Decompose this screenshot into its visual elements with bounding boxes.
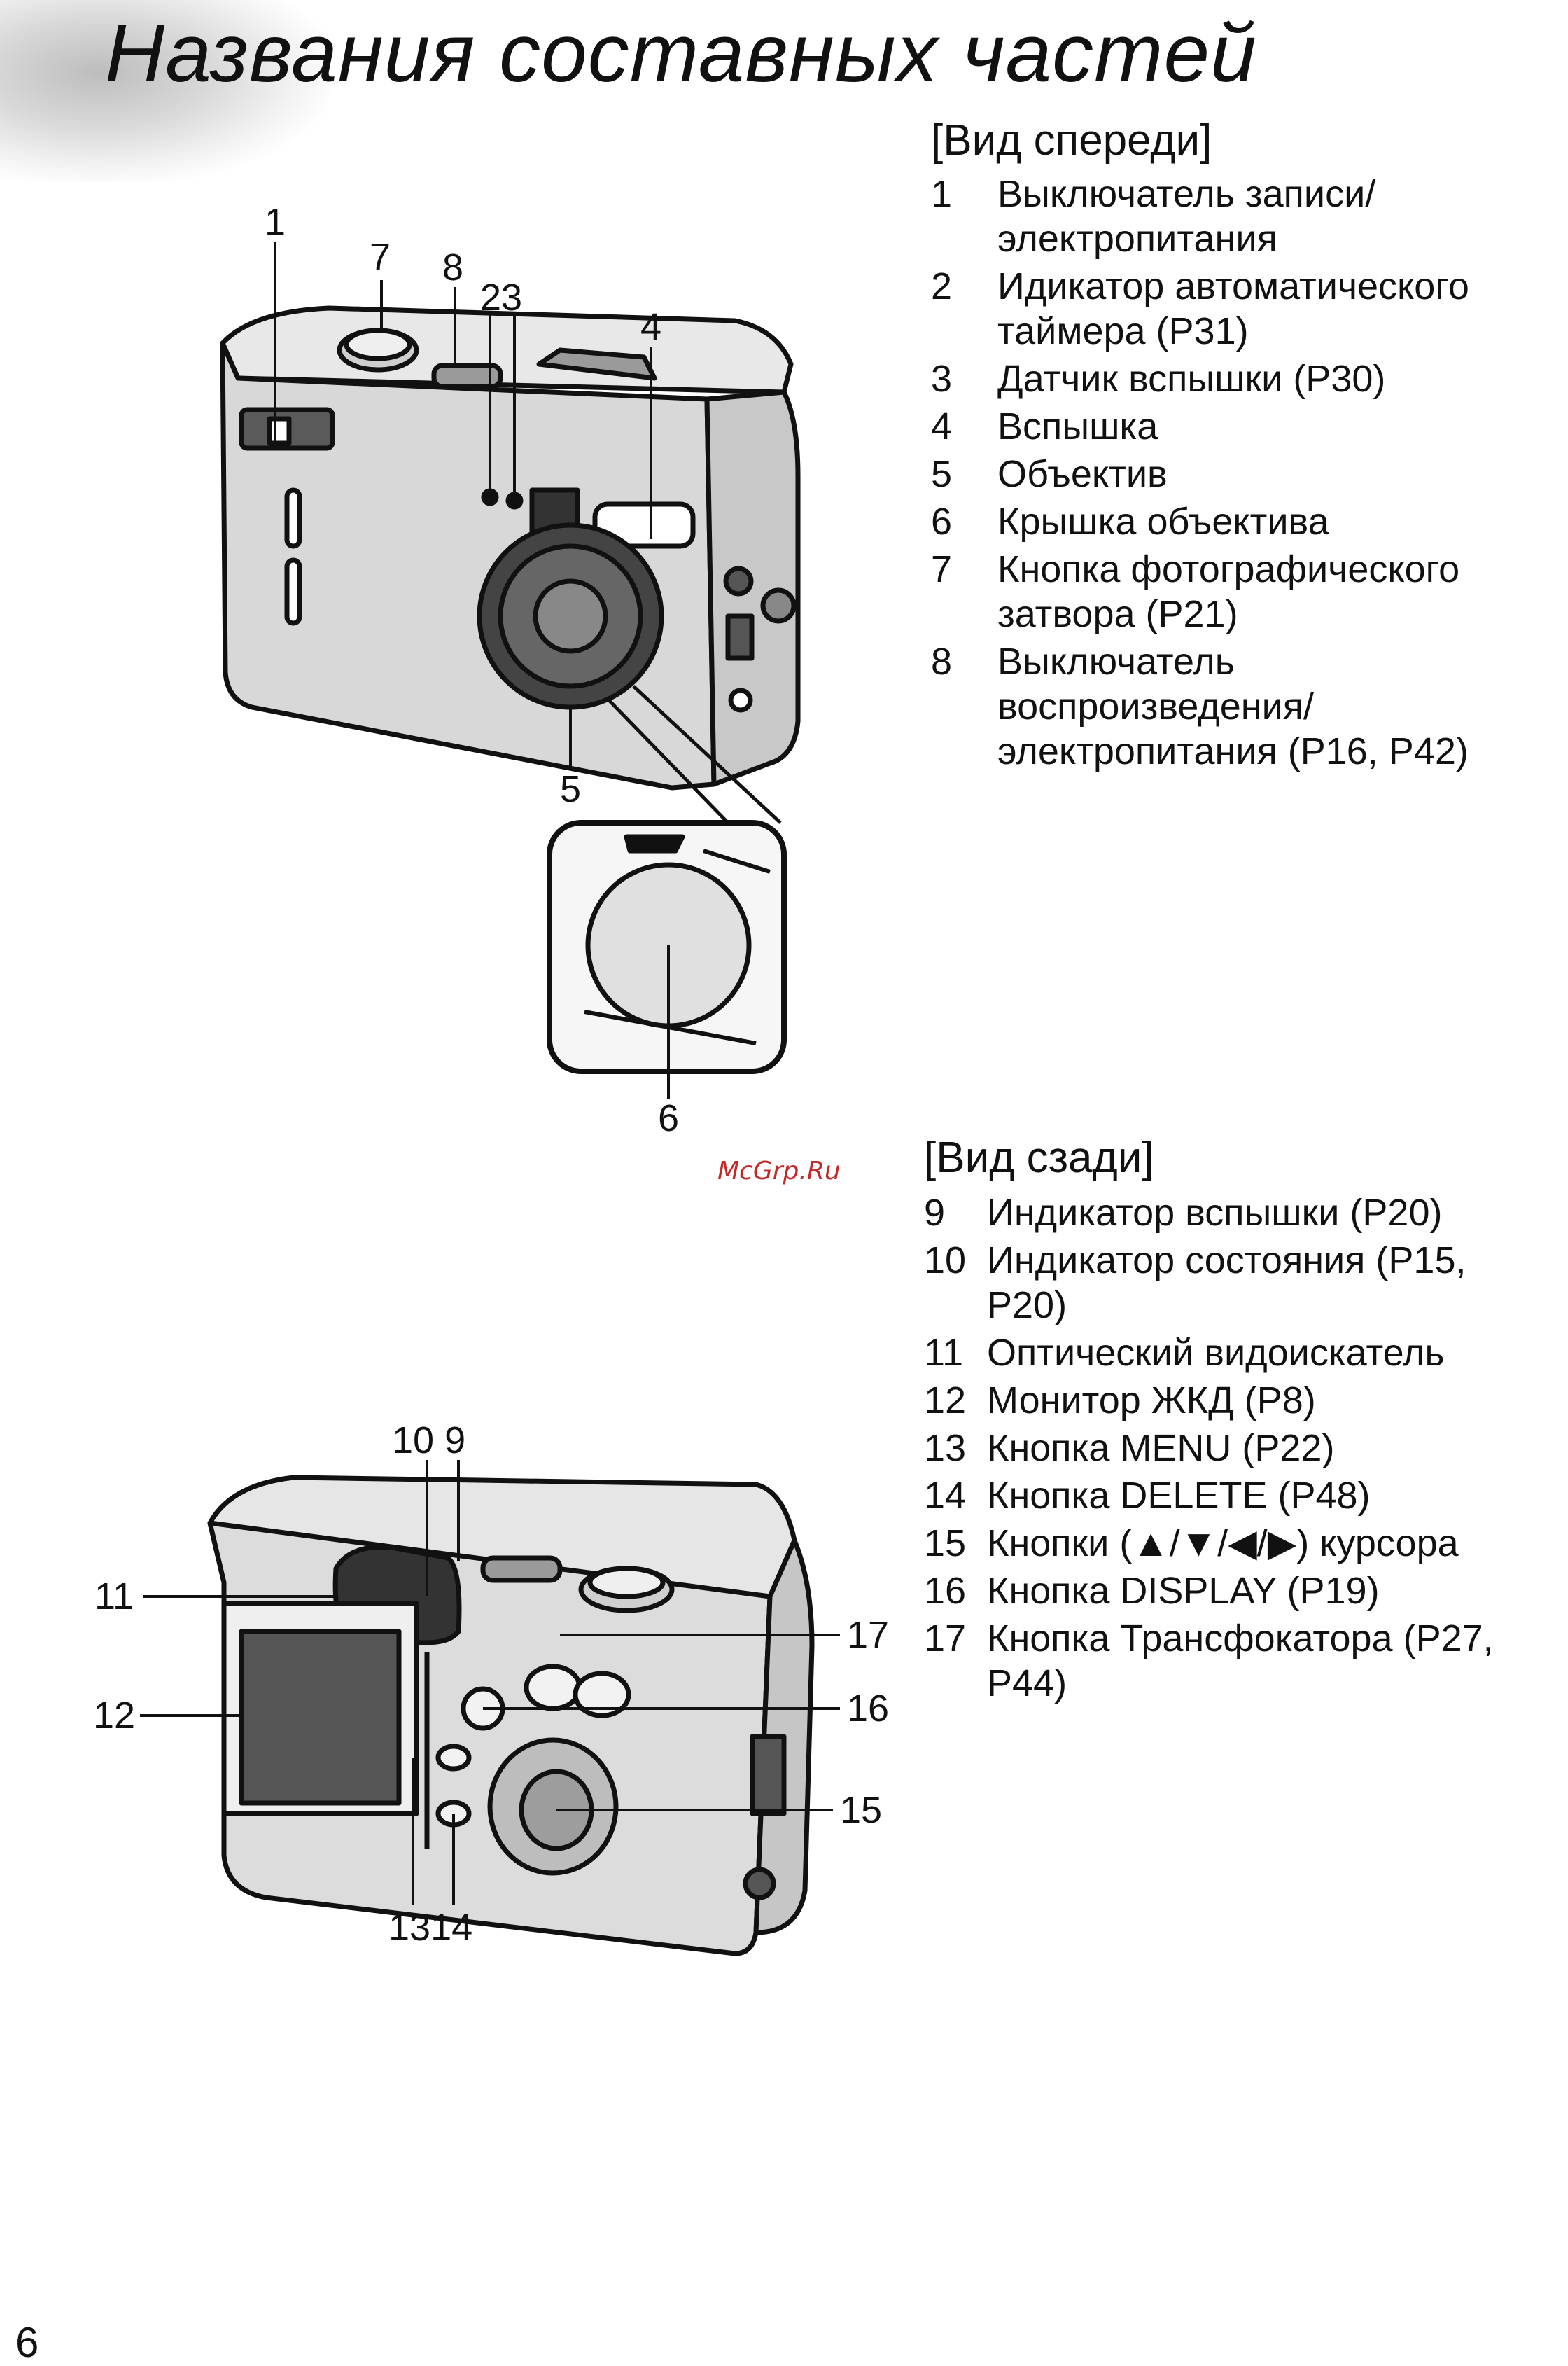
title-background-wash <box>0 0 329 182</box>
callout-15: 15 <box>840 1789 883 1831</box>
callout-16: 16 <box>847 1687 890 1730</box>
callout-13-14: 1314 <box>388 1907 473 1949</box>
callout-5: 5 <box>560 768 582 810</box>
watermark: McGrp.Ru <box>718 1157 841 1185</box>
callout-23: 23 <box>480 277 523 319</box>
callout-6: 6 <box>658 1097 680 1139</box>
page-number: 6 <box>15 2319 39 2366</box>
callout-11: 11 <box>94 1575 134 1617</box>
front-view-heading: [Вид спереди] <box>931 116 1212 165</box>
callout-12: 12 <box>93 1695 136 1737</box>
callout-8: 8 <box>442 246 464 288</box>
callout-10-9: 10 9 <box>392 1419 466 1461</box>
callout-7: 7 <box>370 236 391 278</box>
callout-4: 4 <box>640 306 662 348</box>
page-title: Названия составных частей <box>105 7 1257 99</box>
callout-1: 1 <box>265 201 286 243</box>
rear-view-heading: [Вид сзади] <box>924 1134 1154 1182</box>
callout-17: 17 <box>847 1614 890 1656</box>
